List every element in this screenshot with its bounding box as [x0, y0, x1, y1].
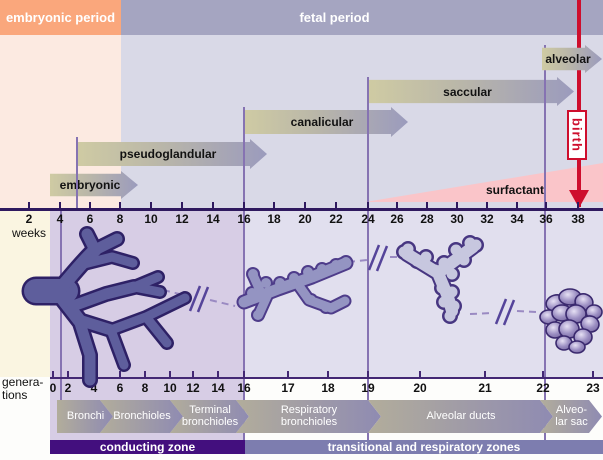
generation-label: 23: [586, 381, 600, 395]
week-label: 2: [25, 212, 33, 226]
stage-arrow-embryonic: embryonic: [50, 171, 138, 199]
generation-label: 2: [64, 381, 72, 395]
week-tick: [486, 202, 488, 208]
week-tick: [273, 202, 275, 208]
week-label: 16: [237, 212, 251, 226]
weeks-axis-line: [0, 208, 603, 211]
week-tick: [577, 202, 579, 208]
generation-tick: [52, 371, 54, 377]
guide-line-week5: [76, 137, 78, 208]
week-label: 38: [571, 212, 585, 226]
week-tick: [456, 202, 458, 208]
generation-label: 20: [413, 381, 427, 395]
generation-label: 6: [116, 381, 124, 395]
week-tick: [243, 202, 245, 208]
generation-tick: [367, 371, 369, 377]
generation-label: 12: [186, 381, 200, 395]
surfactant-label: surfactant: [485, 183, 544, 197]
generation-tick: [592, 371, 594, 377]
week-tick: [367, 202, 369, 208]
fetal-period-band: fetal period: [121, 0, 603, 35]
generation-tick: [144, 371, 146, 377]
embryonic-period-band: embryonic period: [0, 0, 121, 35]
birth-arrowhead-icon: [569, 190, 589, 208]
embryonic-period-label: embryonic period: [5, 10, 116, 25]
week-tick: [396, 202, 398, 208]
week-label: 28: [420, 212, 434, 226]
week-label: 18: [267, 212, 281, 226]
week-label: 8: [116, 212, 124, 226]
week-label: 10: [144, 212, 158, 226]
lower-right-bg: [245, 210, 603, 377]
generations-axis-caption: genera- tions: [2, 375, 44, 402]
week-label: 12: [175, 212, 189, 226]
week-tick: [516, 202, 518, 208]
generation-tick: [119, 371, 121, 377]
stage-arrow-saccular: saccular: [369, 77, 574, 106]
weeks-axis-caption: weeks: [11, 226, 46, 240]
generation-label: 17: [281, 381, 295, 395]
generation-tick: [217, 371, 219, 377]
week-tick: [59, 202, 61, 208]
airway-arrow-respiratory-bronchioles: Respiratory bronchioles: [236, 400, 381, 433]
guide-line-week4: [60, 210, 62, 400]
generation-tick: [67, 371, 69, 377]
guide-line-week36: [544, 45, 546, 440]
generation-tick: [192, 371, 194, 377]
airway-arrow-bronchioles: Bronchioles: [100, 400, 183, 433]
week-tick: [28, 202, 30, 208]
week-tick: [212, 202, 214, 208]
week-tick: [335, 202, 337, 208]
week-label: 34: [510, 212, 524, 226]
generations-axis-line: [50, 377, 603, 379]
airway-arrow-bronchi: Bronchi: [57, 400, 113, 433]
week-label: 4: [56, 212, 64, 226]
week-tick: [304, 202, 306, 208]
generation-tick: [327, 371, 329, 377]
generation-tick: [484, 371, 486, 377]
generation-label: 0: [49, 381, 57, 395]
airway-arrow-alveolar-ducts: Alveolar ducts: [368, 400, 553, 433]
generation-tick: [542, 371, 544, 377]
generation-label: 18: [321, 381, 335, 395]
week-label: 22: [329, 212, 343, 226]
generation-label: 4: [90, 381, 98, 395]
week-tick: [181, 202, 183, 208]
airway-arrow-terminal-bronchioles: Terminal bronchioles: [170, 400, 249, 433]
stage-arrow-canalicular: canalicular: [244, 107, 408, 137]
generation-label: 16: [237, 381, 251, 395]
week-label: 26: [390, 212, 404, 226]
week-tick: [119, 202, 121, 208]
week-label: 32: [480, 212, 494, 226]
generation-label: 8: [141, 381, 149, 395]
stage-arrow-pseudoglandular: pseudoglandular: [77, 139, 267, 169]
generation-label: 22: [536, 381, 550, 395]
generation-label: 21: [478, 381, 492, 395]
week-label: 20: [298, 212, 312, 226]
week-label: 14: [206, 212, 220, 226]
week-label: 36: [539, 212, 553, 226]
birth-label-box: birth: [567, 110, 587, 160]
birth-line: [577, 0, 581, 207]
conducting-zone-band: conducting zone: [50, 440, 245, 454]
generation-label: 10: [163, 381, 177, 395]
week-tick: [150, 202, 152, 208]
week-tick: [545, 202, 547, 208]
week-tick: [89, 202, 91, 208]
generation-label: 14: [211, 381, 225, 395]
generation-label: 19: [361, 381, 375, 395]
generation-tick: [169, 371, 171, 377]
generation-tick: [93, 371, 95, 377]
generation-tick: [419, 371, 421, 377]
generation-tick: [287, 371, 289, 377]
week-label: 6: [86, 212, 94, 226]
generation-tick: [243, 371, 245, 377]
transitional-zone-band: transitional and respiratory zones: [245, 440, 603, 454]
week-tick: [426, 202, 428, 208]
week-label: 24: [361, 212, 375, 226]
week-label: 30: [450, 212, 464, 226]
